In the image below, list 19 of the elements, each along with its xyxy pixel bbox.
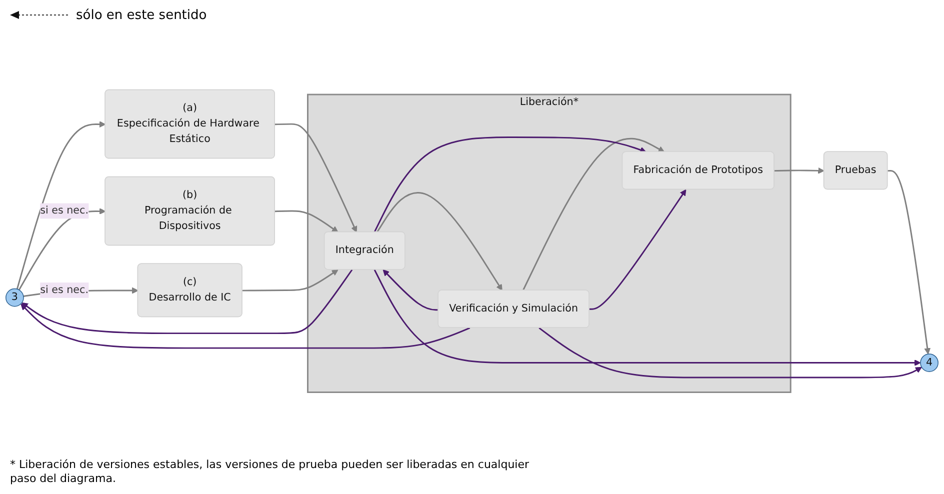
arrow [382, 269, 438, 311]
edge-label: si es nec. [40, 284, 88, 296]
arrow [374, 136, 646, 232]
arrow [242, 269, 338, 292]
footnote-text: * Liberación de versiones estables, las versiones de prueba pueden ser liberadas en cualquier paso del diagrama. [10, 458, 530, 485]
arrow [888, 170, 931, 354]
arrow [589, 189, 686, 310]
arrow [274, 123, 358, 232]
arrow [376, 192, 502, 291]
arrow [20, 304, 470, 349]
arrow [538, 327, 922, 378]
node-circle: 3 [6, 288, 24, 307]
note-text: sólo en este sentido [76, 8, 207, 22]
arrow [274, 210, 338, 232]
edge-label: si es nec. [40, 204, 88, 216]
arrow [374, 269, 921, 366]
arrow [522, 138, 665, 291]
arrow [774, 167, 824, 174]
node-circle: 4 [920, 354, 938, 372]
